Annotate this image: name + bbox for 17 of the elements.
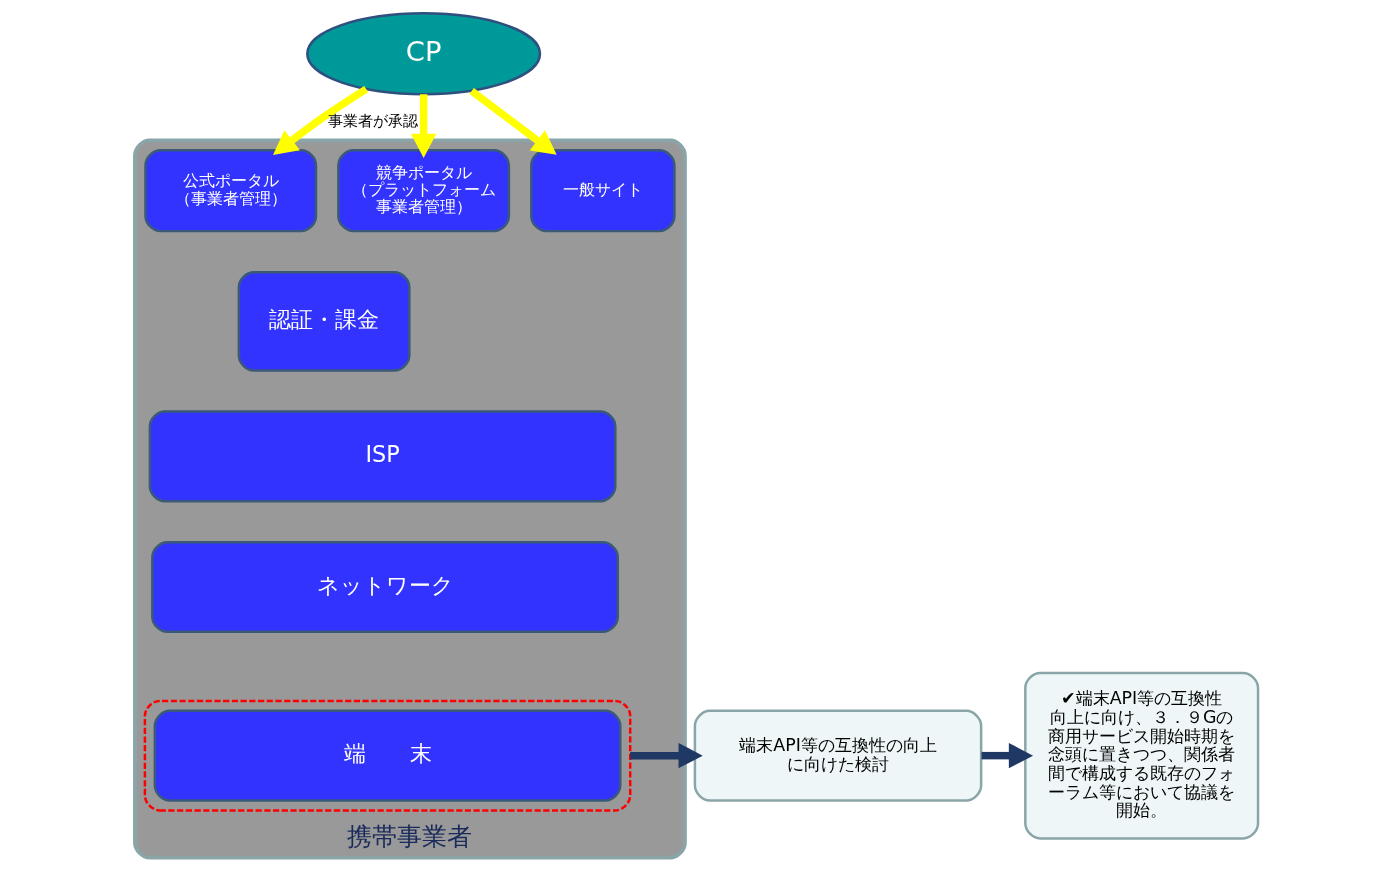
node-box: 一般サイト	[529, 149, 676, 233]
node-box: 競争ポータル（プラットフォーム事業者管理）	[336, 149, 510, 233]
cluster	[143, 699, 631, 812]
edge-label: 事業者が承認	[327, 112, 418, 131]
node-box: ISP	[148, 410, 617, 503]
node-box: ✔端末API等の互換性向上に向け、３．９Gの商用サービス開始時期を念頭に置きつつ、関係者間で構成する既存のフォーラム等において協議を開始。	[1023, 671, 1259, 840]
arrow	[468, 88, 557, 155]
arrow	[981, 742, 1033, 769]
node-box: 端 末	[153, 709, 621, 802]
node-box: 端末API等の互換性の向上に向けた検討	[693, 709, 982, 802]
arrow	[410, 94, 436, 158]
node-box: 認証・課金	[237, 270, 411, 372]
node-box: ネットワーク	[150, 541, 619, 634]
arrow	[629, 742, 703, 769]
node-ellipse: CP	[305, 12, 541, 96]
arrow	[272, 85, 368, 155]
node-box: 公式ポータル（事業者管理）	[143, 149, 317, 233]
